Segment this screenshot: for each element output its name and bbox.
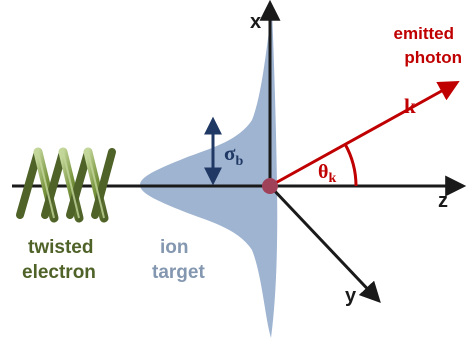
photon-k-vector (269, 80, 460, 188)
electron-label: electron (22, 262, 96, 283)
axis-z-label: z (438, 190, 448, 212)
twisted-electron-helix (16, 147, 116, 223)
axis-y-label: y (345, 285, 357, 307)
origin-dot (262, 178, 278, 194)
ion-target-profile (140, 10, 278, 338)
ion-label: ion (160, 237, 189, 258)
axis-x-label: x (250, 11, 261, 33)
twisted-label: twisted (28, 237, 93, 258)
photon-label: photon (404, 48, 462, 67)
emitted-label: emitted (394, 24, 454, 43)
theta-k-arc (343, 143, 358, 187)
k-vector-label: k (404, 94, 416, 118)
theta-label: θk (318, 161, 336, 186)
sigma-b-label: σb (224, 141, 243, 169)
target-label: target (152, 262, 205, 283)
y-axis-line (268, 184, 381, 304)
